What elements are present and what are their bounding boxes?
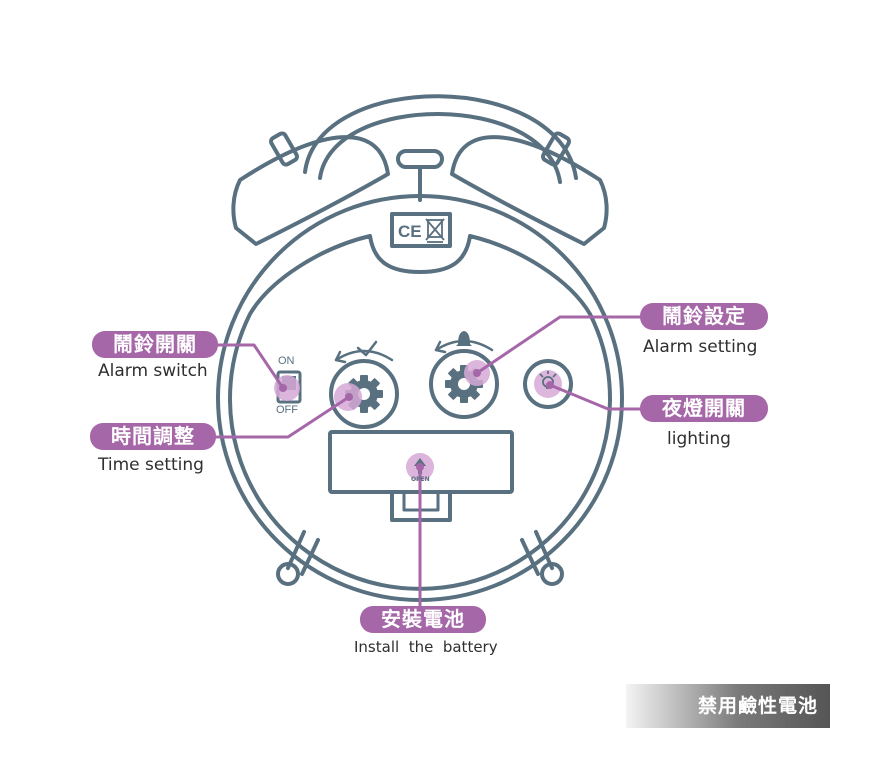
switch-on-label: ON xyxy=(278,355,295,367)
left-bell-knob xyxy=(269,131,299,167)
alarm-setting-line xyxy=(475,315,642,375)
compartment-open-label: OPEN xyxy=(411,476,430,483)
warning-banner: 禁用鹼性電池 xyxy=(626,684,830,728)
time-setting-pill: 時間調整 xyxy=(90,423,216,450)
alarm-knob-ring xyxy=(429,349,499,419)
right-bell xyxy=(450,135,609,246)
battery-label: Install the battery xyxy=(354,638,498,656)
left-foot xyxy=(276,562,300,586)
lighting-pill: 夜燈開關 xyxy=(640,395,768,422)
bell-icon xyxy=(456,331,472,346)
time-setting-label: Time setting xyxy=(98,455,204,475)
alarm-switch-label: Alarm switch xyxy=(98,361,208,381)
clock-handle xyxy=(303,94,578,180)
battery-pill: 安裝電池 xyxy=(360,606,486,633)
lighting-line xyxy=(548,383,642,411)
time-arrow xyxy=(334,349,394,362)
ce-label-box xyxy=(390,212,452,248)
left-bell xyxy=(231,135,390,246)
light-button-ring xyxy=(523,359,573,409)
alarm-setting-label: Alarm setting xyxy=(643,337,758,357)
right-bell-knob xyxy=(541,131,571,167)
alarm-switch-line xyxy=(216,343,285,390)
clock-hammer-cap xyxy=(396,149,444,169)
alarm-switch-pill: 鬧鈴開關 xyxy=(92,331,218,358)
lighting-label: lighting xyxy=(667,429,731,449)
time-knob-ring xyxy=(329,359,399,429)
checkmark-icon xyxy=(356,340,378,357)
clock-face-inner xyxy=(228,234,612,591)
right-leg-2 xyxy=(520,538,540,576)
right-foot xyxy=(540,562,564,586)
right-leg xyxy=(534,530,554,570)
weee-bin-icon xyxy=(425,218,445,243)
left-leg xyxy=(286,530,306,570)
switch-off-label: OFF xyxy=(276,404,298,416)
clock-handle-inner xyxy=(318,112,562,184)
alarm-setting-pill: 鬧鈴設定 xyxy=(640,303,768,330)
left-leg-2 xyxy=(300,538,320,576)
ce-mark: CE xyxy=(398,222,422,241)
time-setting-line xyxy=(214,395,351,439)
